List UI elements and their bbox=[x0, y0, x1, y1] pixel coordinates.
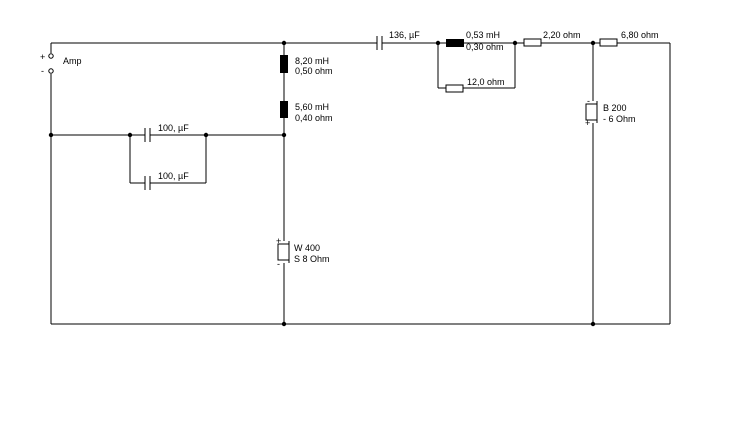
woofer-speaker: + - W 400 S 8 Ohm bbox=[276, 236, 330, 269]
resistor-12-0-ohm: 12,0 ohm bbox=[445, 77, 505, 93]
resistor-6-80-ohm: 6,80 ohm bbox=[599, 30, 659, 47]
capacitor-100-uf-bottom-label: 100, µF bbox=[158, 171, 189, 181]
woofer-speaker-impedance: S 8 Ohm bbox=[294, 254, 330, 264]
amp-minus-terminal bbox=[48, 68, 54, 74]
amp-minus-sign: - bbox=[41, 66, 44, 76]
junction-dots bbox=[48, 40, 596, 327]
inductor-8-20-mh-resistance: 0,50 ohm bbox=[295, 66, 333, 76]
tweeter-plus-sign: + bbox=[585, 118, 590, 128]
resistor-2-20-ohm: 2,20 ohm bbox=[523, 30, 581, 47]
resistor-12-0-ohm-label: 12,0 ohm bbox=[467, 77, 505, 87]
woofer-minus-sign: - bbox=[277, 259, 280, 269]
resistor-6-80-ohm-label: 6,80 ohm bbox=[621, 30, 659, 40]
capacitor-136-uf: 136, µF bbox=[376, 30, 420, 50]
capacitor-100-uf-bottom: 100, µF bbox=[144, 171, 189, 190]
inductor-0-53-mh-resistance: 0,30 ohm bbox=[466, 42, 504, 52]
amp-label: Amp bbox=[63, 56, 82, 66]
amp-plus-terminal bbox=[48, 53, 54, 59]
capacitor-100-uf-top: 100, µF bbox=[144, 123, 189, 142]
woofer-speaker-name: W 400 bbox=[294, 243, 320, 253]
inductor-8-20-mh-value: 8,20 mH bbox=[295, 56, 329, 66]
resistor-2-20-ohm-label: 2,20 ohm bbox=[543, 30, 581, 40]
inductor-0-53-mh-value: 0,53 mH bbox=[466, 30, 500, 40]
inductor-5-60-mh-resistance: 0,40 ohm bbox=[295, 113, 333, 123]
amp-plus-sign: + bbox=[40, 52, 45, 62]
tweeter-speaker: - + B 200 - 6 Ohm bbox=[585, 96, 636, 128]
tweeter-minus-sign: - bbox=[587, 96, 590, 106]
capacitor-100-uf-top-label: 100, µF bbox=[158, 123, 189, 133]
inductor-5-60-mh-value: 5,60 mH bbox=[295, 102, 329, 112]
wires bbox=[50, 42, 671, 325]
tweeter-speaker-name: B 200 bbox=[603, 103, 627, 113]
inductor-0-53-mh: 0,53 mH 0,30 ohm bbox=[446, 30, 504, 52]
capacitor-136-uf-label: 136, µF bbox=[389, 30, 420, 40]
woofer-plus-sign: + bbox=[276, 236, 281, 246]
amp-terminals: + - Amp bbox=[40, 52, 82, 76]
inductor-5-60-mh: 5,60 mH 0,40 ohm bbox=[280, 101, 333, 123]
tweeter-speaker-impedance: - 6 Ohm bbox=[603, 114, 636, 124]
inductor-8-20-mh: 8,20 mH 0,50 ohm bbox=[280, 55, 333, 76]
